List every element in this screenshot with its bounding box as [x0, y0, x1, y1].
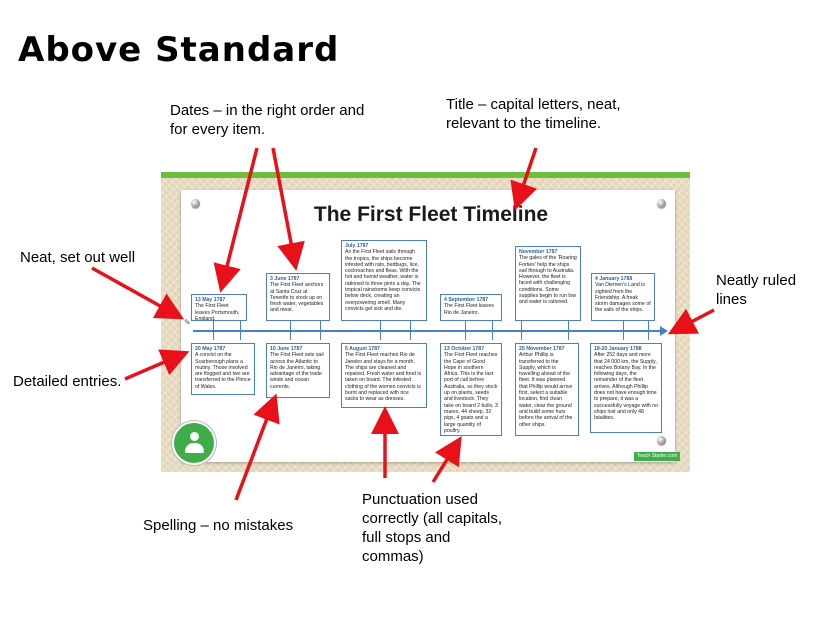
pushpin-icon	[191, 199, 200, 208]
timeline-entry: 18-20 January 1788 After 252 days and mo…	[590, 343, 662, 433]
entry-text: Arthur Phillip is transferred to the Sup…	[519, 352, 573, 428]
timeline-tick	[410, 320, 411, 340]
timeline-entry: November 1787 The gales of the 'Roaring …	[515, 246, 581, 321]
timeline-tick	[380, 320, 381, 340]
timeline-entry: 20 May 1787 A convict on the Scarborough…	[191, 343, 255, 395]
arrow-neat	[91, 266, 185, 320]
entry-date: 3 June 1787	[270, 276, 300, 282]
arrow-spelling	[234, 393, 280, 501]
entry-date: 4 January 1788	[595, 276, 633, 282]
user-icon[interactable]	[172, 421, 216, 465]
annotation-punctuation-line: commas)	[362, 548, 424, 565]
entry-date: 4 September 1787	[444, 297, 489, 303]
timeline-entry: 4 January 1788 Van Diemen's Land is sigh…	[591, 273, 655, 321]
timeline-tick	[568, 320, 569, 340]
entry-text: The First Fleet sets sail across the Atl…	[270, 352, 324, 390]
entry-date: 5 August 1787	[345, 346, 380, 352]
annotation-ruled: Neatly ruled lines	[716, 271, 796, 309]
annotation-dates: Dates – in the right order and for every…	[170, 101, 364, 139]
annotation-ruled-line: Neatly ruled	[716, 272, 797, 289]
entry-text: As the First Fleet sails through the tro…	[345, 249, 421, 312]
timeline-tick	[492, 320, 493, 340]
annotation-ruled-line: lines	[716, 291, 747, 308]
annotation-dates-line: Dates – in the right order and	[170, 102, 365, 119]
annotation-punctuation-line: correctly (all capitals,	[362, 510, 503, 527]
arrow-title	[510, 147, 538, 211]
entry-date: 25 November 1787	[519, 346, 565, 352]
entry-text: A convict on the Scarborough plans a mut…	[195, 352, 251, 390]
annotation-spelling: Spelling – no mistakes	[143, 517, 294, 534]
timeline-tick	[320, 320, 321, 340]
entry-date: 20 May 1787	[195, 346, 226, 352]
entry-date: 18-20 January 1788	[594, 346, 642, 352]
slide-title: Above Standard	[18, 30, 340, 70]
timeline-entry: 4 September 1787 The First Fleet leaves …	[440, 294, 502, 321]
arrow-detailed	[124, 349, 190, 381]
timeline-tick	[290, 320, 291, 340]
annotation-title-line: Title – capital letters, neat,	[446, 96, 621, 113]
timeline-tick	[213, 320, 214, 340]
entry-date: 10 June 1787	[270, 346, 303, 352]
entry-date: 13 May 1787	[195, 297, 226, 303]
entry-text: The First Fleet reaches the Cape of Good…	[444, 352, 498, 434]
timeline-axis-arrowhead	[660, 326, 668, 336]
arrow-dates-1	[213, 147, 259, 293]
user-icon-head	[190, 432, 199, 441]
timeline-entry: July 1787 As the First Fleet sails throu…	[341, 240, 427, 321]
pushpin-icon	[657, 199, 666, 208]
timeline-entry: 13 October 1787 The First Fleet reaches …	[440, 343, 502, 436]
entry-date: November 1787	[519, 249, 558, 255]
arrow-ruled	[667, 308, 715, 335]
timeline-entry: 13 May 1787 The First Fleet leaves Ports…	[191, 294, 247, 321]
entry-text: The First Fleet anchors at Santa Cruz at…	[270, 282, 324, 314]
annotation-neat: Neat, set out well	[20, 249, 136, 266]
arrow-dates-2	[271, 147, 305, 271]
quill-icon: ✎	[184, 318, 191, 327]
annotation-punctuation-line: full stops and	[362, 529, 451, 546]
timeline-entry: 5 August 1787 The First Fleet reaches Ri…	[341, 343, 427, 408]
annotation-dates-line: for every item.	[170, 121, 266, 138]
annotation-punctuation: Punctuation used correctly (all capitals…	[362, 490, 502, 566]
timeline-tick	[623, 320, 624, 340]
arrow-punctuation-2	[431, 436, 462, 483]
pushpin-icon	[657, 436, 666, 445]
timeline-tick	[465, 320, 466, 340]
annotation-title-line: relevant to the timeline.	[446, 115, 602, 132]
timeline-tick	[648, 320, 649, 340]
entry-text: The First Fleet leaves Portsmouth, Engla…	[195, 303, 240, 321]
entry-text: After 252 days and more that 24 000 km, …	[594, 352, 659, 422]
timeline-entry: 3 June 1787 The First Fleet anchors at S…	[266, 273, 330, 321]
timeline-axis	[193, 330, 663, 332]
entry-text: Van Diemen's Land is sighted from the Fr…	[595, 282, 651, 314]
timeline-title: The First Fleet Timeline	[313, 203, 549, 226]
user-icon-body	[185, 443, 204, 453]
annotation-title: Title – capital letters, neat, relevant …	[446, 95, 621, 133]
timeline-tick	[240, 320, 241, 340]
timeline-tick	[521, 320, 522, 340]
entry-text: The First Fleet leaves Rio de Janeiro.	[444, 303, 494, 316]
entry-date: 13 October 1787	[444, 346, 485, 352]
annotation-punctuation-line: Punctuation used	[362, 491, 478, 508]
entry-date: July 1787	[345, 243, 369, 249]
timeline-entry: 25 November 1787 Arthur Phillip is trans…	[515, 343, 579, 436]
brand-logo: Teach Starter.com	[634, 452, 680, 461]
timeline-entry: 10 June 1787 The First Fleet sets sail a…	[266, 343, 330, 398]
annotation-detailed: Detailed entries.	[13, 373, 122, 390]
entry-text: The First Fleet reaches Rio de Janeiro a…	[345, 352, 422, 403]
entry-text: The gales of the 'Roaring Forties' help …	[519, 255, 577, 306]
